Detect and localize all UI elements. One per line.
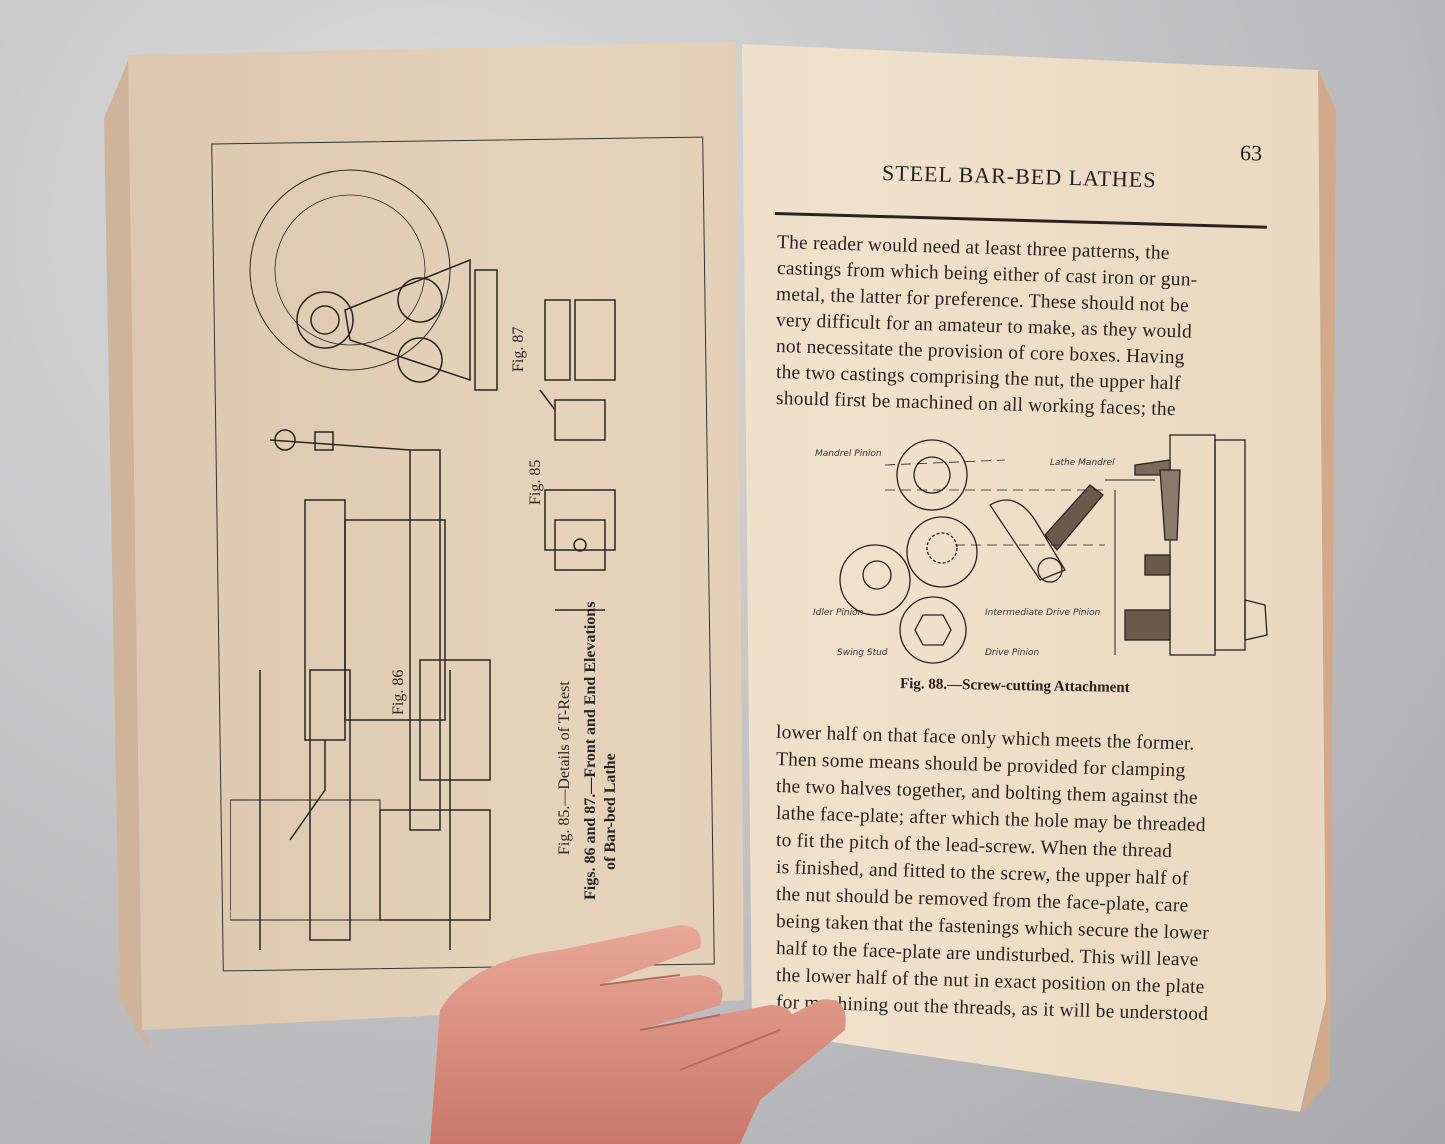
label-drive-pinion: Drive Pinion bbox=[985, 648, 1039, 658]
figure-88-drawing: Mandrel Pinion Lathe Mandrel Idler Pinio… bbox=[813, 434, 1268, 664]
t-rest-drawing bbox=[539, 299, 616, 611]
label-lathe-mandrel: Lathe Mandrel bbox=[1050, 458, 1115, 468]
label-intermediate-drive-pinion: Intermediate Drive Pinion bbox=[985, 608, 1101, 618]
label-mandrel-pinion: Mandrel Pinion bbox=[815, 449, 882, 459]
lathe-elevation-drawing bbox=[230, 169, 498, 950]
label-swing-stud: Swing Stud bbox=[837, 648, 888, 658]
label-idler-pinion: Idler Pinion bbox=[813, 608, 864, 618]
